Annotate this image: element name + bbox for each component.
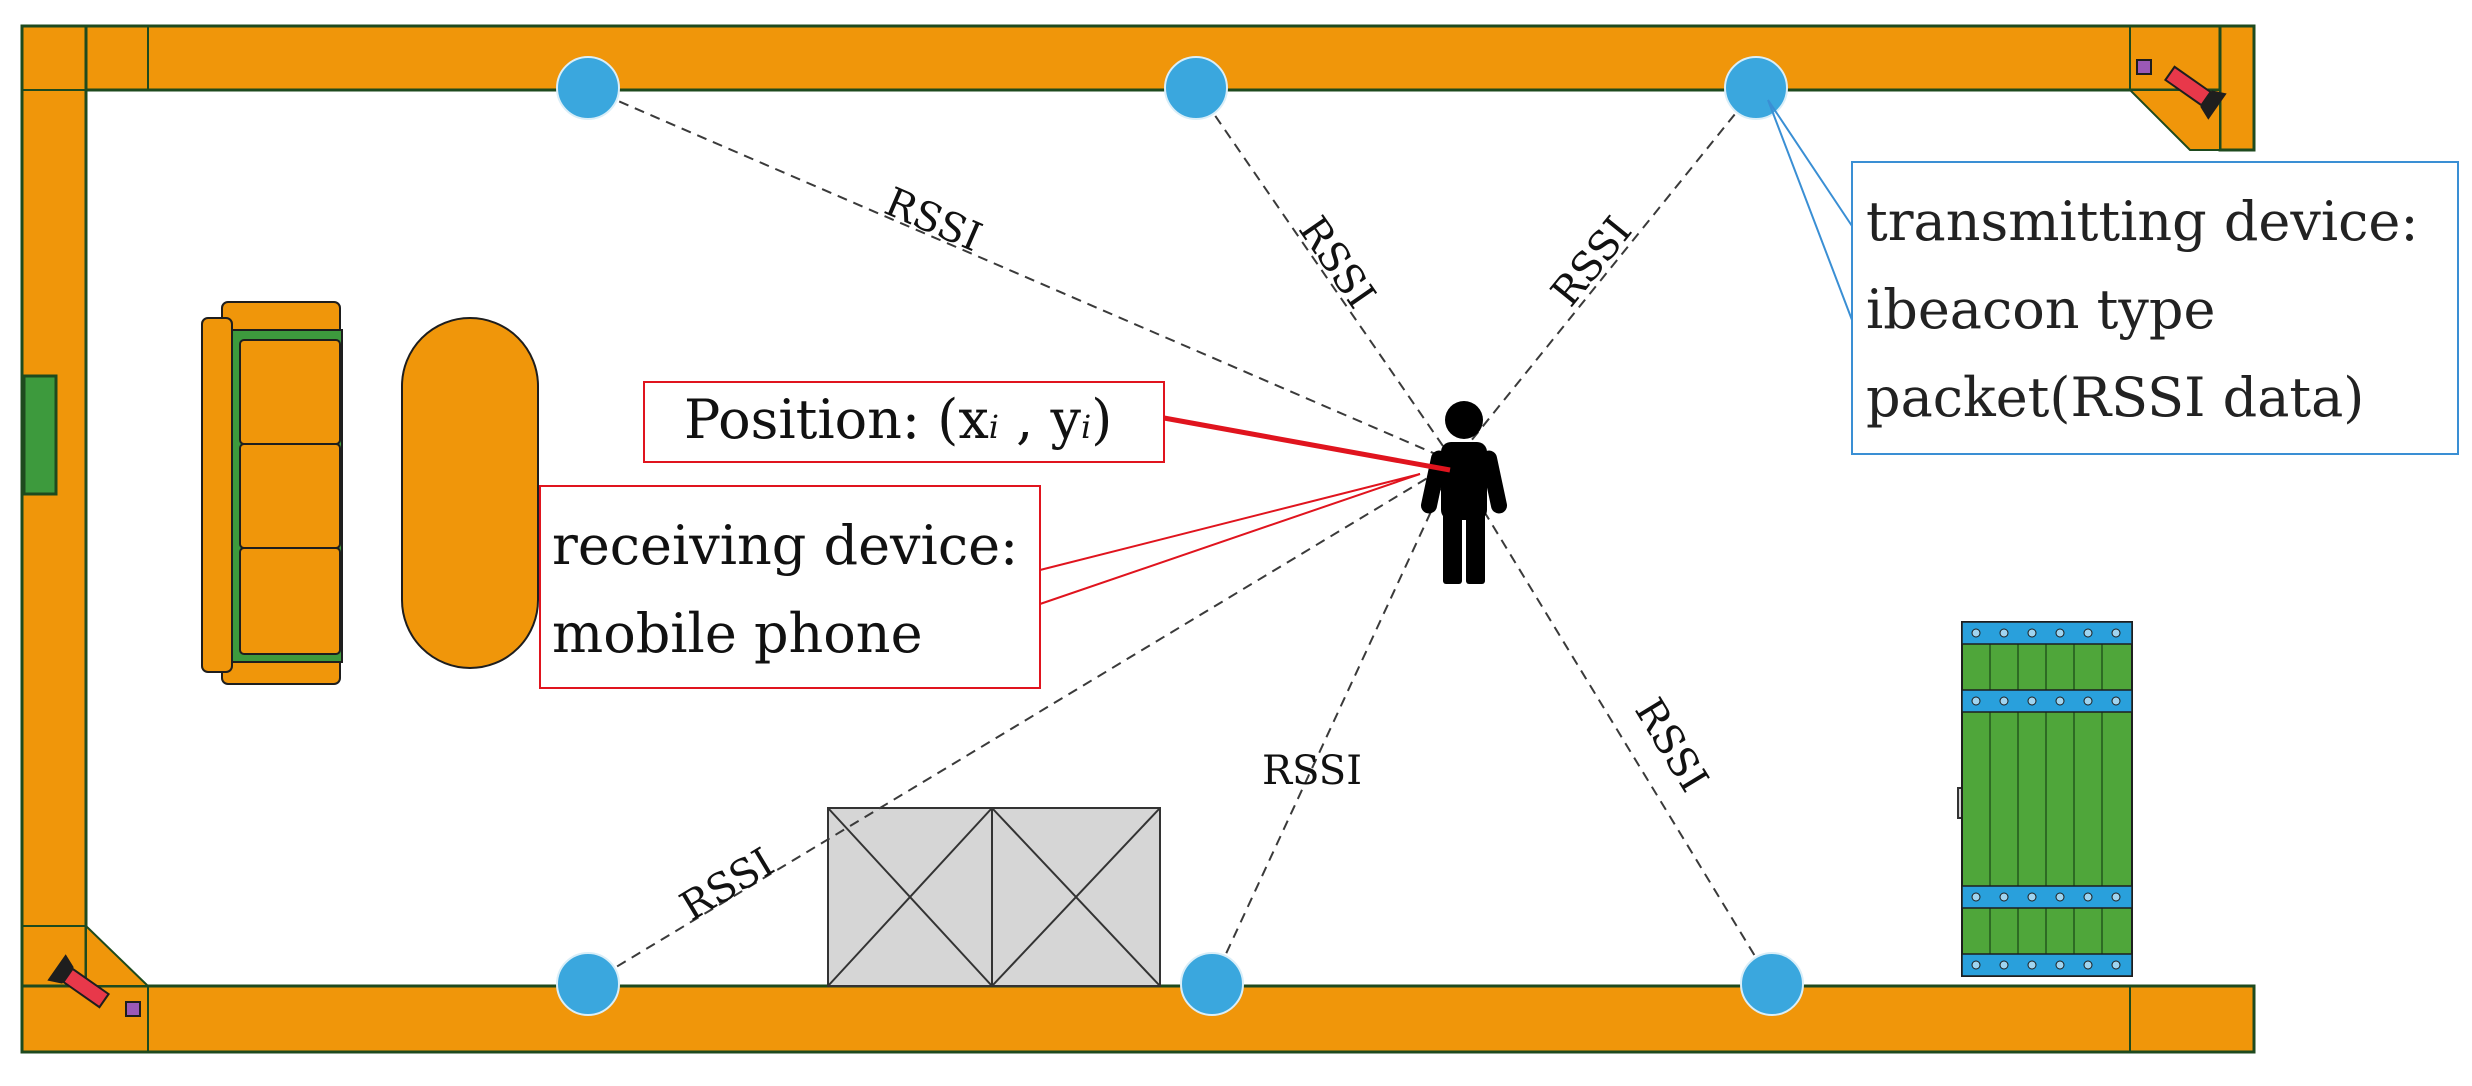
rssi-line [587, 461, 1455, 985]
wall-right-stub [2218, 24, 2256, 152]
receiver-box [539, 485, 1041, 689]
transmitter-pointer [1767, 99, 1853, 321]
rssi-label: RSSI [1543, 208, 1642, 315]
rssi-line [1195, 87, 1455, 463]
beacons [556, 56, 1804, 1016]
door-icon [22, 374, 58, 496]
bookshelf-icon [1957, 621, 2133, 977]
transmitter-line1: transmitting device: [1866, 190, 2419, 253]
receiver-line2: mobile phone [552, 602, 923, 665]
beacon-icon [1164, 56, 1228, 120]
beacon-icon [1180, 952, 1244, 1016]
rssi-line [1453, 461, 1773, 985]
receiver-line1: receiving device: [552, 514, 1018, 577]
transmitter-line3: packet(RSSI data) [1866, 366, 2364, 429]
beacon-icon [1724, 56, 1788, 120]
rssi-label: RSSI [673, 839, 782, 930]
position-label: Position: (xi , yi) [684, 388, 1112, 451]
rssi-label: RSSI [1625, 691, 1716, 800]
position-pointer [1163, 415, 1451, 473]
receiver-callout: Position: (xi , yi) receiving device: mo… [539, 381, 1451, 689]
beacon-icon [556, 952, 620, 1016]
wall-left [20, 24, 88, 1054]
transmitter-callout: transmitting device: ibeacon type packet… [1767, 99, 2459, 455]
transmitter-box [1851, 161, 2459, 455]
rssi-line [587, 87, 1455, 463]
beacon-icon [1740, 952, 1804, 1016]
storage-box-icon [991, 807, 1161, 987]
corner-bevel-bottom-left [85, 923, 151, 987]
storage-box-icon [827, 807, 993, 987]
position-box [643, 381, 1165, 463]
rssi-label: RSSI [1262, 748, 1362, 794]
oval-table-icon [401, 317, 539, 669]
sofa-icon [201, 301, 343, 685]
rssi-line [1453, 87, 1757, 463]
rssi-line [1211, 461, 1455, 985]
receiver-pointer [1039, 473, 1421, 605]
wall-top [20, 24, 2256, 92]
rssi-links [587, 87, 1773, 985]
beacon-icon [556, 56, 620, 120]
rssi-label: RSSI [1289, 208, 1384, 316]
wall-bottom [20, 984, 2256, 1054]
camera-icon [2136, 59, 2227, 120]
transmitter-line2: ibeacon type [1866, 278, 2215, 341]
camera-icon [47, 954, 141, 1017]
person-icon [1421, 401, 1507, 584]
rssi-label: RSSI [878, 179, 988, 261]
